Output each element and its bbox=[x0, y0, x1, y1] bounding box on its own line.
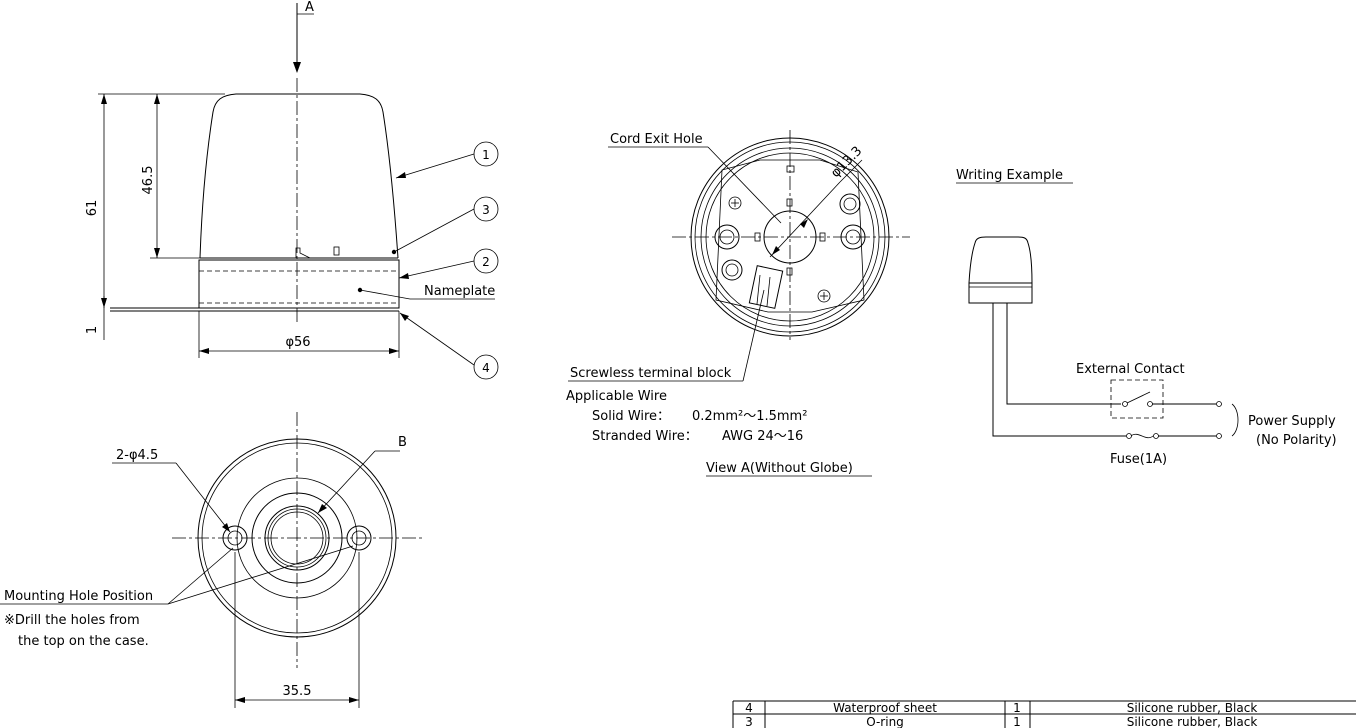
bottom-view: 2-φ4.5 B Mounting Hole Position ※Drill t… bbox=[0, 412, 422, 708]
external-contact-label: External Contact bbox=[1076, 362, 1185, 377]
dim-globe: 46.5 bbox=[141, 166, 156, 195]
cord-exit-label: Cord Exit Hole bbox=[610, 132, 703, 147]
holes-label: 2-φ4.5 bbox=[116, 448, 158, 463]
view-a: φ13.3 Cord Exit Hole Screwless terminal … bbox=[566, 130, 910, 477]
part-no: 4 bbox=[745, 701, 753, 715]
solid-wire-label: Solid Wire： bbox=[592, 409, 670, 424]
no-polarity-label: (No Polarity) bbox=[1256, 433, 1337, 448]
base-body bbox=[198, 259, 400, 309]
view-a-marker: A bbox=[305, 0, 314, 15]
part-qty: 1 bbox=[1013, 715, 1021, 728]
part-qty: 1 bbox=[1013, 701, 1021, 715]
table-row: 3 O-ring 1 Silicone rubber, Black bbox=[745, 715, 1257, 728]
drill-note-1: ※Drill the holes from bbox=[4, 613, 140, 628]
wiring-example: Writing Example External Contact Power S… bbox=[956, 168, 1337, 467]
wire-title: Applicable Wire bbox=[566, 389, 667, 404]
table-row: 4 Waterproof sheet 1 Silicone rubber, Bl… bbox=[745, 701, 1257, 715]
part-name: O-ring bbox=[866, 715, 904, 728]
part-material: Silicone rubber, Black bbox=[1127, 701, 1258, 715]
power-supply-label: Power Supply bbox=[1248, 414, 1336, 429]
wiring-title: Writing Example bbox=[956, 168, 1063, 183]
mounting-label: Mounting Hole Position bbox=[4, 589, 153, 604]
front-view: A 61 46.5 1 bbox=[85, 0, 499, 380]
globe-outline bbox=[199, 93, 399, 259]
callout-3: 3 bbox=[482, 203, 490, 217]
solid-wire-value: 0.2mm²～1.5mm² bbox=[692, 409, 807, 424]
nameplate-label: Nameplate bbox=[424, 284, 495, 299]
drill-note-2: the top on the case. bbox=[18, 634, 149, 649]
part-name: Waterproof sheet bbox=[833, 701, 937, 715]
callout-2: 2 bbox=[482, 255, 490, 269]
dim-pitch: 35.5 bbox=[283, 684, 312, 699]
part-no: 3 bbox=[745, 715, 753, 728]
stranded-wire-label: Stranded Wire： bbox=[592, 429, 698, 444]
fuse-label: Fuse(1A) bbox=[1110, 452, 1167, 467]
dim-height: 61 bbox=[85, 200, 100, 217]
parts-table: 4 Waterproof sheet 1 Silicone rubber, Bl… bbox=[732, 700, 1356, 728]
dim-diameter: φ56 bbox=[285, 335, 310, 350]
stranded-wire-value: AWG 24～16 bbox=[722, 429, 803, 444]
view-a-caption: View A(Without Globe) bbox=[706, 461, 853, 476]
part-material: Silicone rubber, Black bbox=[1127, 715, 1258, 728]
lamp-icon bbox=[968, 236, 1033, 284]
dim-base: 1 bbox=[85, 326, 100, 334]
callout-1: 1 bbox=[482, 148, 490, 162]
callout-4: 4 bbox=[482, 361, 490, 375]
terminal-label: Screwless terminal block bbox=[570, 366, 732, 381]
marker-b: B bbox=[398, 435, 407, 450]
